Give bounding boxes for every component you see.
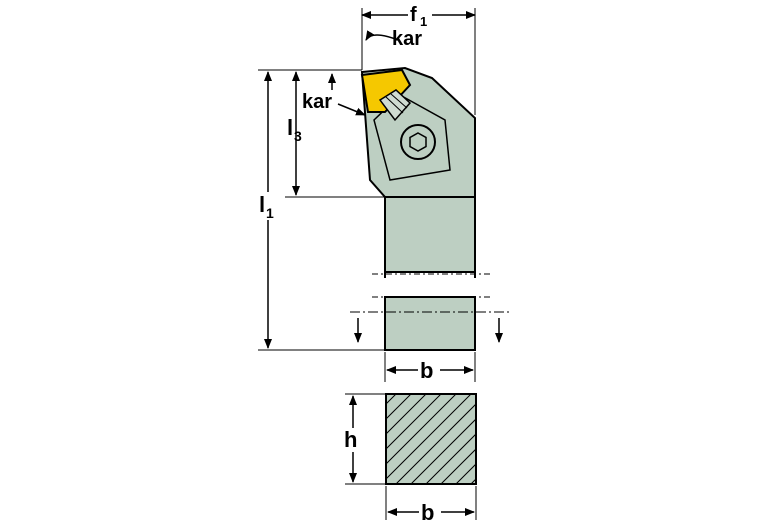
section-hatching	[386, 394, 476, 484]
label-kar-side: kar	[302, 91, 332, 113]
label-f1-sub: 1	[420, 14, 427, 29]
shank-lower	[384, 296, 476, 351]
shank-upper	[384, 196, 476, 273]
hex-socket-icon	[409, 132, 427, 152]
label-l1: l	[259, 192, 265, 217]
shank-cross-section	[345, 393, 477, 520]
label-kar-top: kar	[392, 28, 422, 50]
label-b-section: b	[421, 500, 434, 523]
label-l3: l	[287, 115, 293, 140]
label-l3-sub: 3	[294, 128, 302, 144]
label-l1-sub: 1	[266, 205, 274, 221]
label-h: h	[344, 427, 357, 452]
label-f1: f	[410, 4, 417, 26]
tool-holder-side-view	[350, 66, 512, 351]
dimension-labels: f 1 kar kar l 3 l 1 b h b	[256, 2, 441, 523]
label-b-side: b	[420, 358, 433, 383]
